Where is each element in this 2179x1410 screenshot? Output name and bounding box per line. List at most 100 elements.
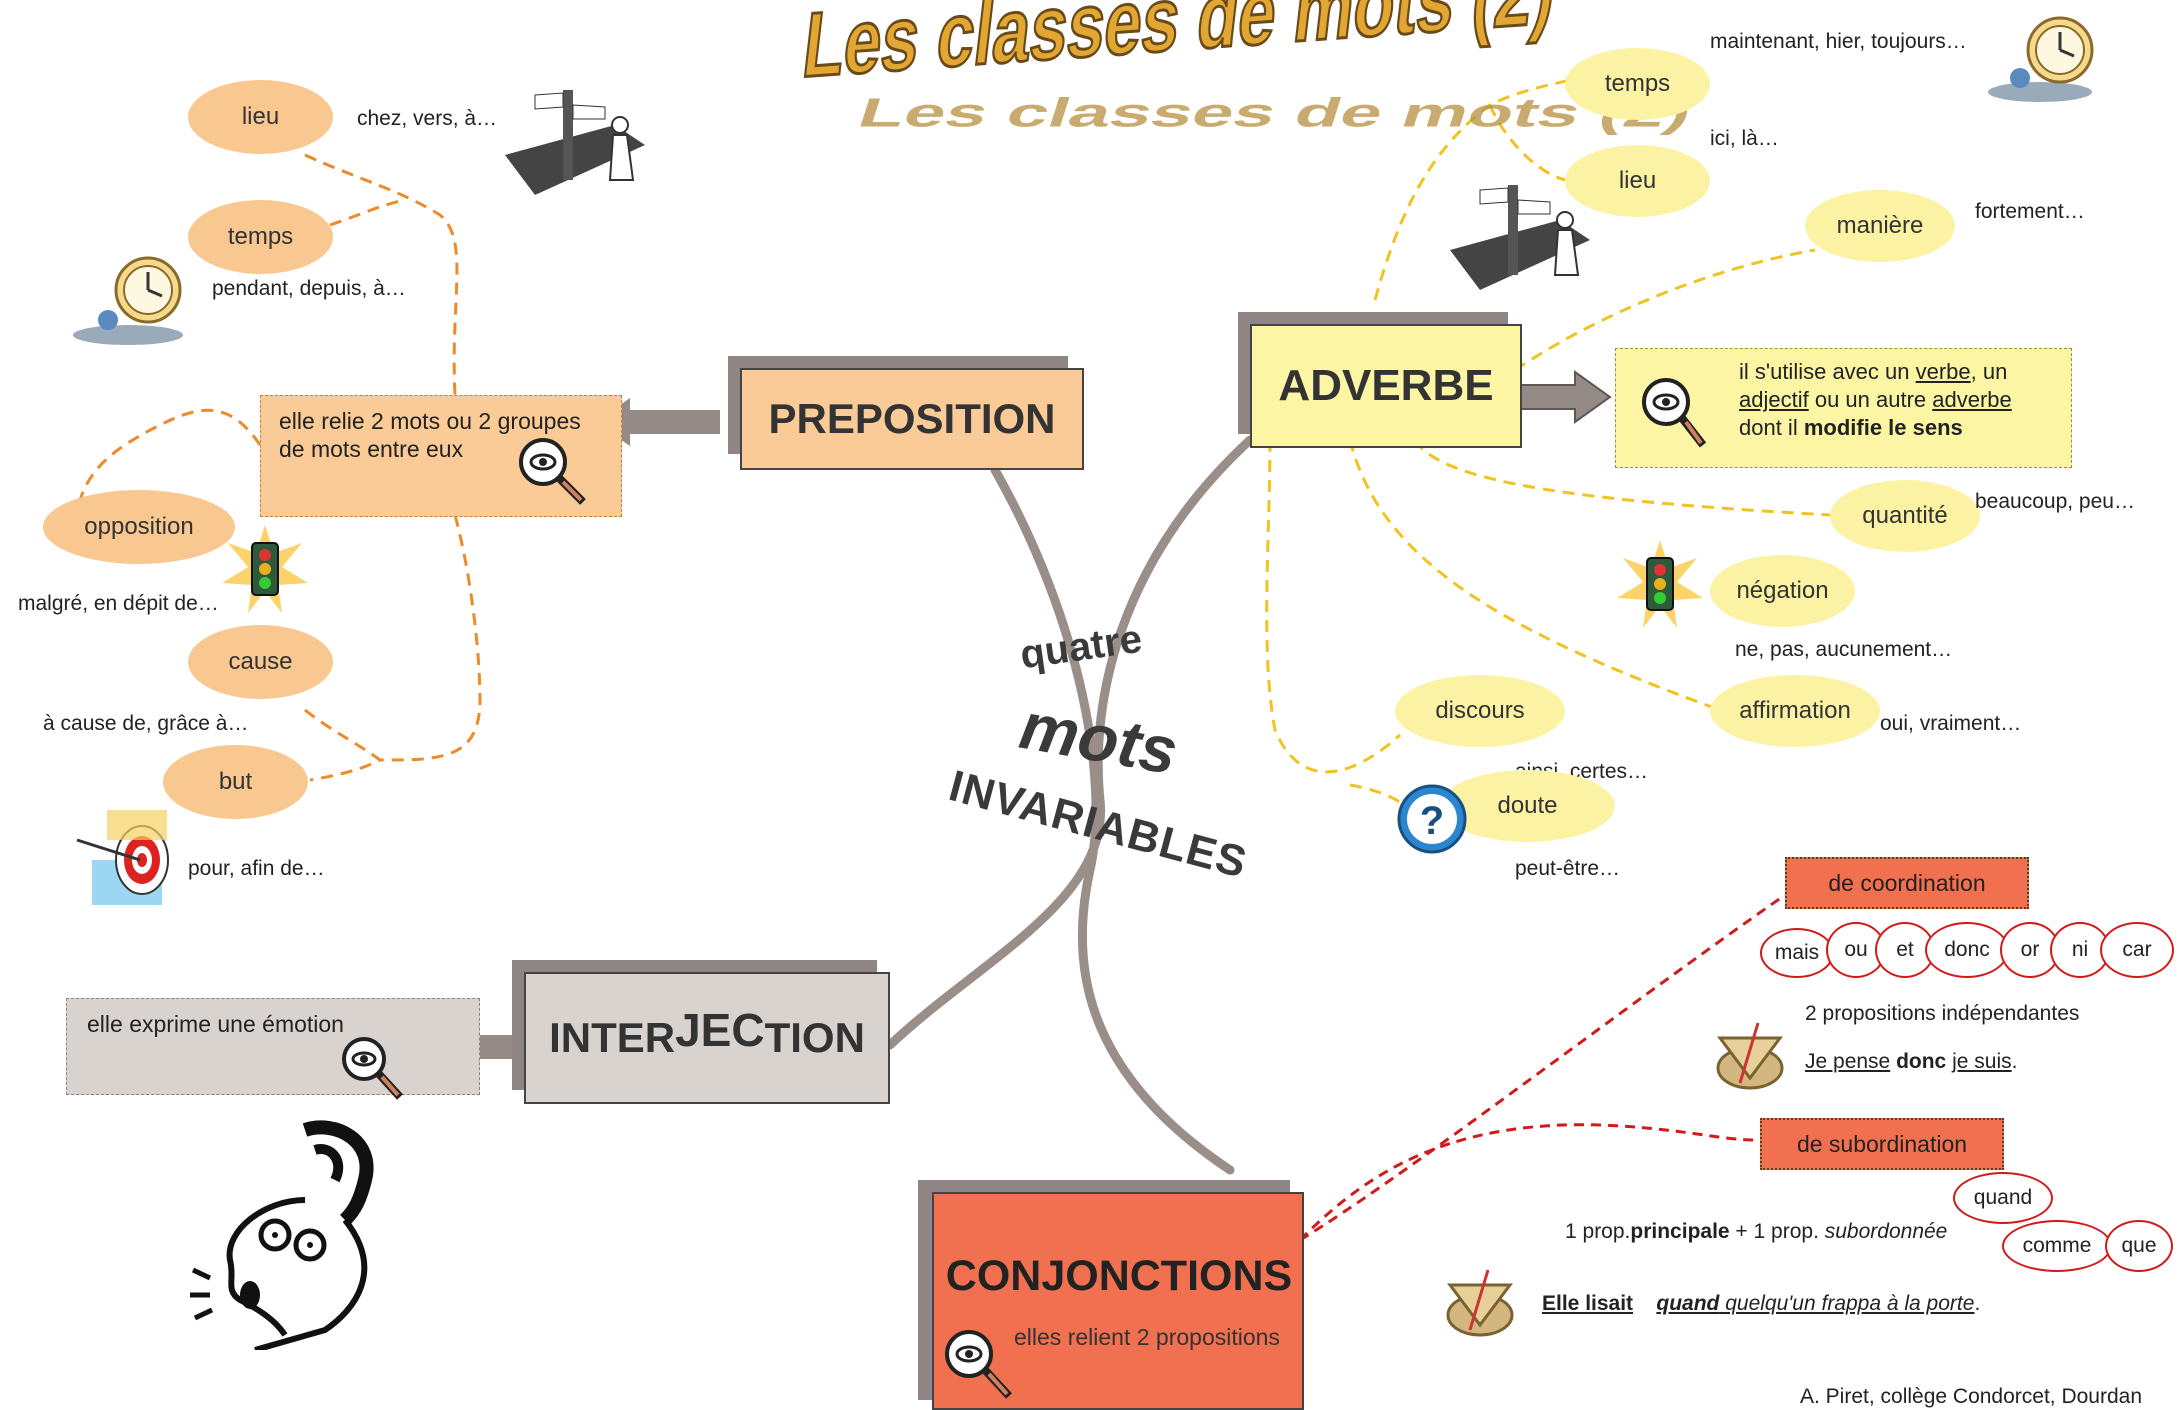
adverbe-definition-box: il s'utilise avec un verbe, un adjectif … bbox=[1615, 348, 2072, 468]
coordination-label-box[interactable]: de coordination bbox=[1785, 857, 2029, 909]
adverbe-example-doute: peut-être… bbox=[1515, 857, 1621, 880]
credit: A. Piret, collège Condorcet, Dourdan bbox=[1800, 1385, 2143, 1408]
bubble-label: but bbox=[218, 768, 253, 795]
coordination-word[interactable]: mais bbox=[1760, 928, 1834, 978]
alarm-clock-icon bbox=[73, 256, 183, 345]
coordination-word[interactable]: ou bbox=[1826, 922, 1886, 978]
word-label: comme bbox=[2022, 1234, 2092, 1257]
preposition-box[interactable]: PREPOSITION bbox=[740, 368, 1084, 470]
adverbe-links bbox=[1265, 78, 1831, 812]
adverbe-bubble-maniere[interactable]: manière bbox=[1805, 190, 1955, 262]
bubble-label: lieu bbox=[1618, 167, 1657, 194]
preposition-example-opposition: malgré, en dépit de… bbox=[18, 592, 219, 615]
subordination-word[interactable]: comme bbox=[2002, 1220, 2112, 1272]
word-label: ou bbox=[1844, 938, 1868, 961]
magnifier-eye-icon bbox=[519, 438, 586, 505]
arrow-icon bbox=[595, 398, 720, 446]
adverbe-example-temps: maintenant, hier, toujours… bbox=[1710, 30, 1967, 53]
svg-text:?: ? bbox=[1420, 799, 1444, 843]
magnifier-eye-icon bbox=[945, 1330, 1012, 1399]
arrow-icon bbox=[1514, 370, 1612, 424]
adverbe-bubble-temps[interactable]: temps bbox=[1565, 48, 1710, 120]
traffic-light-icon bbox=[1617, 540, 1703, 628]
preposition-example-but: pour, afin de… bbox=[188, 857, 325, 880]
adverbe-bubble-quantite[interactable]: quantité bbox=[1830, 480, 1980, 552]
interjection-label-part3: TION bbox=[764, 1014, 865, 1061]
magnifier-eye-icon bbox=[342, 1037, 403, 1100]
word-label: ni bbox=[2071, 938, 2089, 961]
conjonctions-label: CONJONCTIONS bbox=[945, 1252, 1293, 1300]
traffic-light-icon bbox=[222, 525, 308, 613]
coordination-label: de coordination bbox=[1828, 869, 1986, 896]
coordination-example: Je pense donc je suis. bbox=[1805, 1050, 2018, 1073]
adverbe-box[interactable]: ADVERBE bbox=[1250, 324, 1522, 448]
adverbe-bubble-discours[interactable]: discours bbox=[1395, 675, 1565, 747]
preposition-example-cause: à cause de, grâce à… bbox=[43, 712, 249, 735]
target-icon bbox=[76, 810, 169, 905]
bubble-label: temps bbox=[1604, 70, 1671, 97]
adverbe-example-quantite: beaucoup, peu… bbox=[1975, 490, 2135, 513]
adverbe-example-affirmation: oui, vraiment… bbox=[1880, 712, 2022, 735]
adverbe-example-lieu: ici, là… bbox=[1710, 127, 1779, 150]
subordination-example: Elle lisait quand quelqu'un frappa à la … bbox=[1542, 1292, 1981, 1315]
branch-to-conjonctions bbox=[990, 465, 1235, 1175]
interjection-label-part1: INTER bbox=[549, 1014, 676, 1061]
adverbe-example-negation: ne, pas, aucunement… bbox=[1735, 638, 1953, 661]
interjection-definition-box: elle exprime une émotion bbox=[66, 998, 480, 1100]
surprised-face-icon bbox=[190, 1120, 374, 1350]
adverbe-definition-line2: adjectif ou un autre adverbe bbox=[1739, 387, 2012, 412]
coordination-word[interactable]: car bbox=[2100, 922, 2174, 978]
preposition-definition-line1: elle relie 2 mots ou 2 groupes bbox=[279, 408, 581, 434]
magnifier-eye-icon bbox=[1642, 378, 1707, 448]
bubble-label: temps bbox=[227, 223, 294, 250]
signpost-icon bbox=[505, 90, 645, 195]
scales-icon bbox=[1446, 1269, 1514, 1337]
word-label: donc bbox=[1944, 938, 1990, 961]
word-label: quand bbox=[1973, 1186, 2033, 1209]
preposition-label: PREPOSITION bbox=[768, 395, 1056, 442]
bubble-label: cause bbox=[228, 648, 293, 675]
preposition-definition-box: elle relie 2 mots ou 2 groupes de mots e… bbox=[260, 395, 622, 517]
word-label: et bbox=[1896, 938, 1914, 961]
subordination-word[interactable]: quand bbox=[1953, 1172, 2053, 1224]
preposition-definition-line2: de mots entre eux bbox=[279, 436, 464, 462]
preposition-bubble-but[interactable]: but bbox=[163, 745, 308, 819]
adverbe-definition-line1: il s'utilise avec un verbe, un bbox=[1739, 359, 2008, 384]
bubble-label: quantité bbox=[1862, 502, 1948, 529]
preposition-bubble-opposition[interactable]: opposition bbox=[43, 490, 235, 564]
adverbe-bubble-lieu[interactable]: lieu bbox=[1565, 145, 1710, 217]
adverbe-definition-line3: dont il modifie le sens bbox=[1739, 415, 1963, 440]
title-area: Les classes de mots (2) Les classes de m… bbox=[797, 0, 1698, 165]
conjonctions-box[interactable]: CONJONCTIONS elles relient 2 proposition… bbox=[932, 1192, 1304, 1410]
branch-to-interjection bbox=[885, 435, 1255, 1050]
word-label: que bbox=[2121, 1234, 2157, 1257]
word-label: or bbox=[2020, 938, 2040, 961]
word-label: car bbox=[2122, 938, 2152, 961]
bubble-label: discours bbox=[1435, 697, 1525, 724]
adverbe-bubble-doute[interactable]: doute bbox=[1440, 770, 1615, 842]
interjection-definition: elle exprime une émotion bbox=[87, 1011, 344, 1037]
preposition-example-lieu: chez, vers, à… bbox=[357, 107, 498, 130]
bubble-label: négation bbox=[1736, 577, 1829, 604]
adverbe-label: ADVERBE bbox=[1278, 361, 1494, 410]
adverbe-bubble-affirmation[interactable]: affirmation bbox=[1710, 675, 1880, 747]
scales-icon bbox=[1716, 1022, 1784, 1090]
coordination-word[interactable]: donc bbox=[1925, 922, 2009, 978]
bubble-label: affirmation bbox=[1739, 697, 1851, 724]
preposition-bubble-temps[interactable]: temps bbox=[188, 200, 333, 274]
adverbe-example-maniere: fortement… bbox=[1975, 200, 2085, 223]
bubble-label: opposition bbox=[84, 513, 194, 540]
preposition-bubble-lieu[interactable]: lieu bbox=[188, 80, 333, 154]
subordination-label: de subordination bbox=[1796, 1130, 1968, 1157]
interjection-label-part2: JEC bbox=[675, 1004, 765, 1056]
preposition-example-temps: pendant, depuis, à… bbox=[212, 277, 406, 300]
subordination-word[interactable]: que bbox=[2105, 1220, 2173, 1272]
adverbe-bubble-negation[interactable]: négation bbox=[1710, 555, 1855, 627]
preposition-bubble-cause[interactable]: cause bbox=[188, 625, 333, 699]
bubble-label: manière bbox=[1836, 212, 1924, 239]
conjonctions-links bbox=[1298, 893, 1786, 1242]
subordination-note: 1 prop.principale + 1 prop. subordonnée bbox=[1565, 1220, 1948, 1243]
subordination-label-box[interactable]: de subordination bbox=[1760, 1118, 2004, 1170]
